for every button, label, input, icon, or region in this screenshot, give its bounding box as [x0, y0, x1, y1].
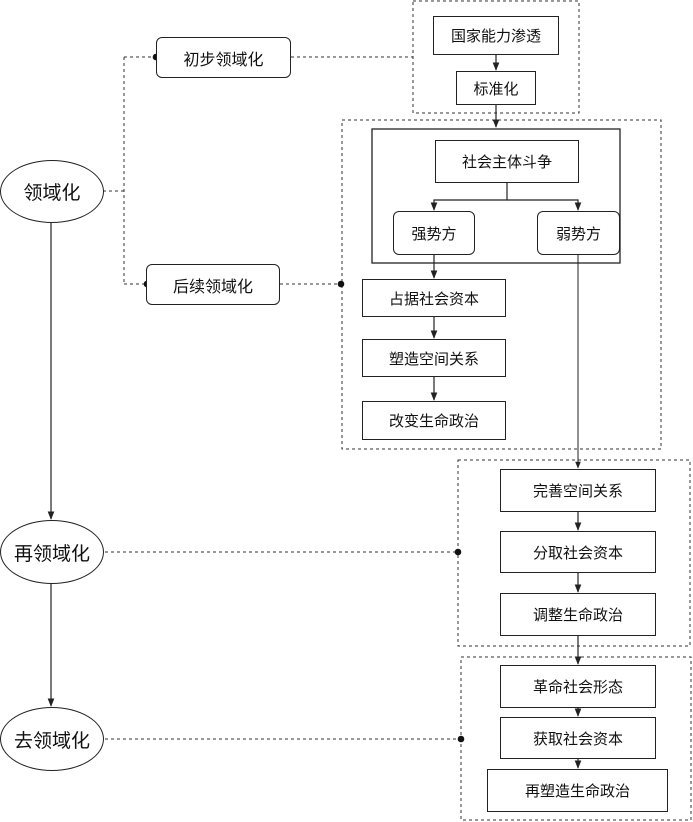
phase-subsequent: 后续领域化 — [146, 264, 280, 305]
strong-party: 强势方 — [393, 211, 475, 255]
strong-step-shape-space: 塑造空间关系 — [362, 339, 506, 377]
de-step-revolution: 革命社会形态 — [500, 665, 656, 708]
re-step-improve-space: 完善空间关系 — [500, 469, 656, 512]
weak-party: 弱势方 — [537, 211, 620, 255]
phase-initial: 初步领域化 — [156, 37, 291, 78]
strong-step-change-biopolitics: 改变生命政治 — [362, 401, 506, 440]
de-step-obtain-capital: 获取社会资本 — [500, 717, 656, 759]
re-step-adjust-biopolitics: 调整生命政治 — [500, 593, 656, 636]
struggle-frame — [371, 128, 621, 264]
stage-territorialization: 领域化 — [0, 160, 104, 223]
de-step-reshape-biopolitics: 再塑造生命政治 — [487, 769, 668, 812]
re-step-share-capital: 分取社会资本 — [500, 531, 656, 573]
bracket-connector — [103, 56, 155, 285]
stage-reterritorialization: 再领域化 — [0, 520, 104, 584]
step-state-penetration: 国家能力渗透 — [433, 16, 559, 55]
stage-deterritorialization: 去领域化 — [0, 707, 104, 771]
step-standardization: 标准化 — [456, 71, 536, 105]
strong-step-occupy-capital: 占据社会资本 — [362, 279, 506, 317]
struggle-title: 社会主体斗争 — [435, 140, 579, 183]
group-frame-reterritorialization — [457, 459, 691, 647]
